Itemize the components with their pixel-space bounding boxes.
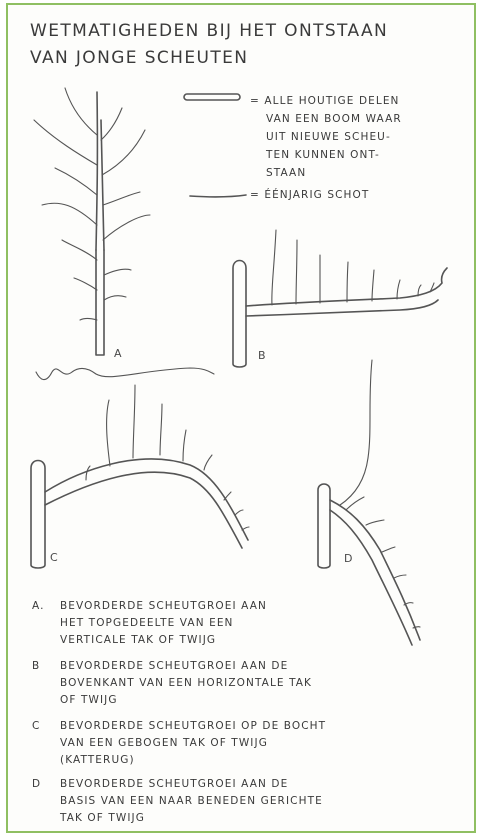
caption-line: BOVENKANT VAN EEN HORIZONTALE TAK — [60, 675, 460, 692]
caption-line: HET TOPGEDEELTE VAN EEN — [60, 615, 460, 632]
caption-letter: D — [32, 776, 41, 793]
figure-c-arched-branch — [31, 385, 249, 568]
ground-line — [36, 368, 214, 380]
legend-shoot-symbol — [190, 195, 246, 197]
caption-line: OF TWIJG — [60, 692, 460, 709]
caption-line: BEVORDERDE SCHEUTGROEI AAN — [60, 598, 460, 615]
figure-b-horizontal-branch — [233, 230, 447, 367]
figure-a-vertical-branch — [34, 88, 150, 355]
caption-line: BEVORDERDE SCHEUTGROEI AAN DE — [60, 658, 460, 675]
caption-line: VAN EEN GEBOGEN TAK OF TWIJG — [60, 735, 460, 752]
caption-line: BASIS VAN EEN NAAR BENEDEN GERICHTE — [60, 793, 460, 810]
caption-line: TAK OF TWIJG — [60, 810, 460, 827]
legend-wood-symbol — [184, 94, 240, 100]
caption-line: BEVORDERDE SCHEUTGROEI AAN DE — [60, 776, 460, 793]
caption-letter: C — [32, 718, 40, 735]
caption-letter: A. — [32, 598, 45, 615]
caption-line: VERTICALE TAK OF TWIJG — [60, 632, 460, 649]
caption-letter: B — [32, 658, 40, 675]
caption-line: (KATTERUG) — [60, 752, 460, 769]
caption-line: BEVORDERDE SCHEUTGROEI OP DE BOCHT — [60, 718, 460, 735]
